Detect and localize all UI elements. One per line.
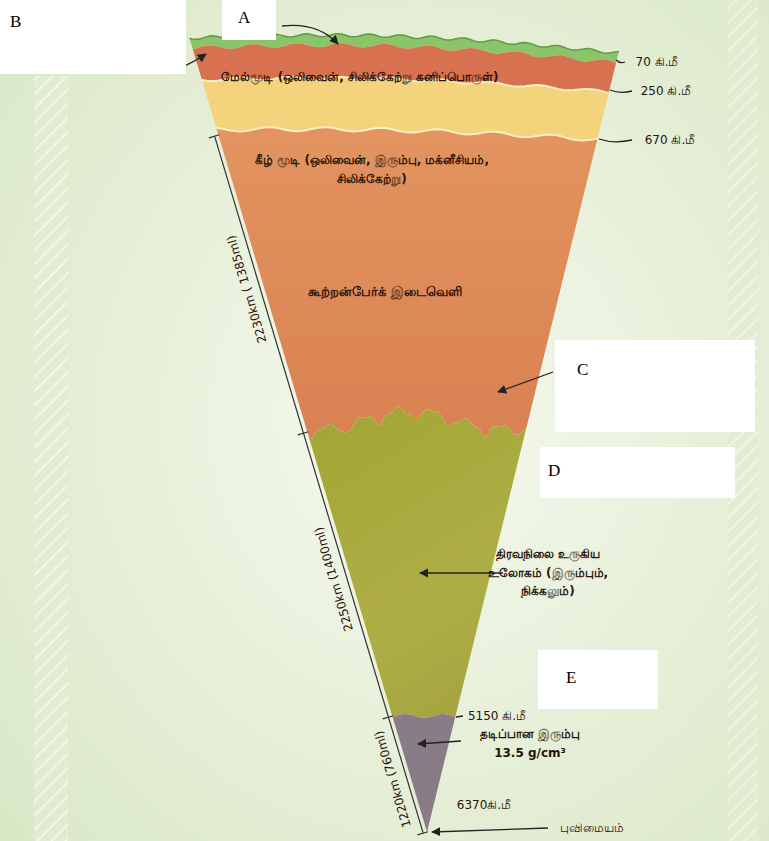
leader-line [282, 25, 338, 44]
letter-box: B [0, 0, 186, 74]
layer-label: திரவநிலை உருகிய உலோகம் (இரும்பும், நிக்க… [468, 545, 628, 601]
centre-label: புவிமையம் [560, 819, 624, 838]
depth-label: 670 கி.மீ [645, 131, 696, 150]
layer-label: தடிப்பான இரும்பு 13.5 g/cm³ [465, 725, 595, 762]
leader-line [418, 741, 461, 744]
depth-label: 6370கி.மீ [457, 796, 511, 815]
leader-line [616, 60, 625, 63]
callout-letter: E [566, 669, 576, 688]
leader-line [610, 90, 632, 92]
leader-line [456, 716, 463, 717]
hatched-border [34, 76, 68, 841]
depth-label: 250 கி.மீ [641, 82, 692, 101]
leader-line [432, 828, 548, 832]
depth-label: 70 கி.மீ [636, 53, 679, 72]
letter-box: E [538, 650, 658, 709]
leader-line [599, 139, 632, 142]
boundary-label: கூற்றன்பேர்க் இடைவெளி [255, 282, 515, 302]
callout-letter: D [548, 462, 560, 481]
layer-label: மேல்மூடி (ஒலிவைன், சிலிக்கேற்று கனிப்பொர… [220, 68, 500, 87]
callout-letter: B [10, 13, 21, 32]
callout-letter: A [238, 9, 250, 28]
callout-letter: C [577, 361, 588, 380]
letter-box: C [555, 340, 755, 432]
dimension-line [215, 136, 424, 833]
dimension-tick [209, 135, 220, 138]
depth-label: 5150 கி.மீ [468, 707, 526, 726]
dimension-tick [383, 716, 394, 719]
dimension-tick [298, 432, 309, 435]
leader-line [498, 372, 553, 392]
letter-box: A [222, 0, 276, 40]
layer-label: கீழ் மூடி (ஒலிவைன், இரும்பு, மக்னீசியம்,… [255, 151, 490, 188]
letter-box: D [540, 447, 735, 498]
layer-seam [150, 127, 663, 143]
dimension-tick [417, 832, 428, 835]
